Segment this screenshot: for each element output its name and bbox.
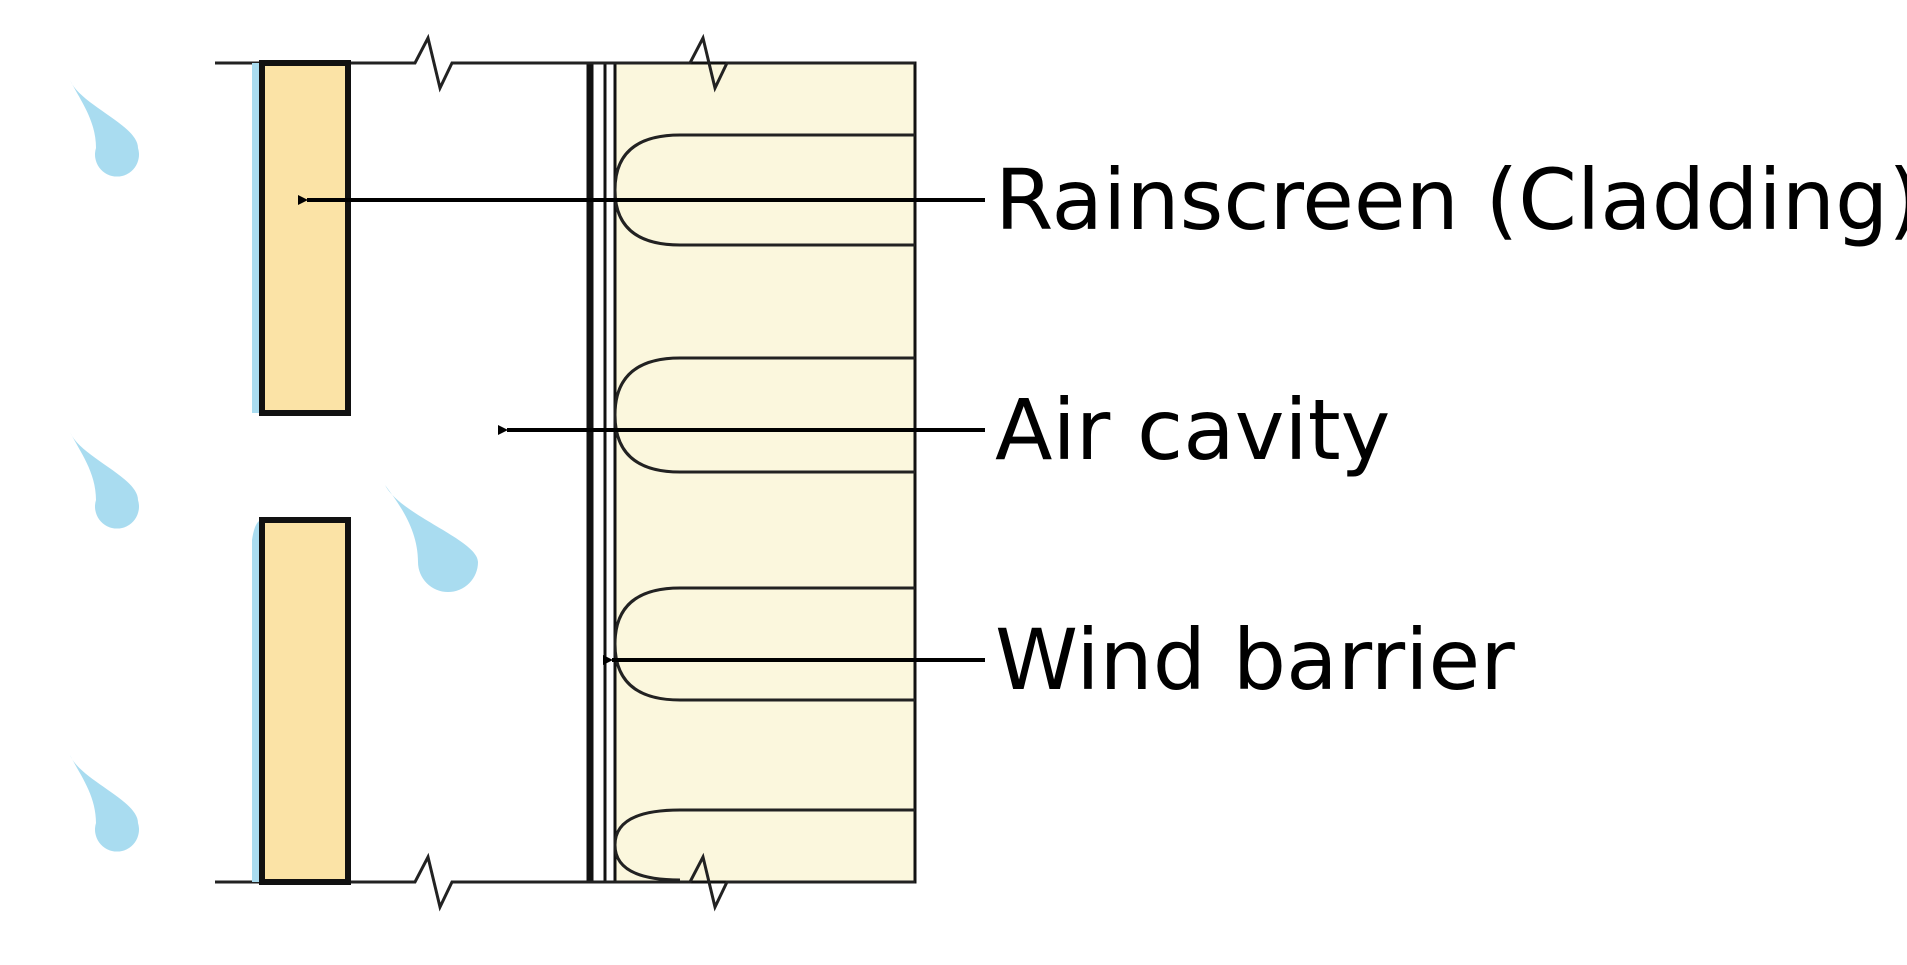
bottom-break-line (215, 852, 915, 912)
batt-fold-1 (613, 133, 915, 247)
callout-arrows (298, 195, 985, 665)
label-rainscreen: Rainscreen (Cladding) (995, 151, 1907, 249)
cladding-upper (252, 60, 351, 416)
raindrops (70, 80, 478, 852)
raindrop-icon (70, 755, 139, 852)
batt-fold-4 (613, 808, 915, 882)
top-break-line (215, 33, 915, 93)
raindrop-icon (385, 485, 478, 592)
batt-fold-2 (613, 356, 915, 474)
raindrop-icon (70, 80, 139, 177)
wind-barrier-layer (586, 63, 607, 882)
label-wind-barrier: Wind barrier (995, 611, 1515, 709)
break-lines (215, 33, 915, 912)
label-air-cavity: Air cavity (995, 381, 1390, 479)
cladding-lower (252, 517, 351, 885)
insulation-panel (613, 61, 917, 884)
batt-fold-3 (613, 586, 915, 702)
raindrop-icon (70, 432, 139, 529)
